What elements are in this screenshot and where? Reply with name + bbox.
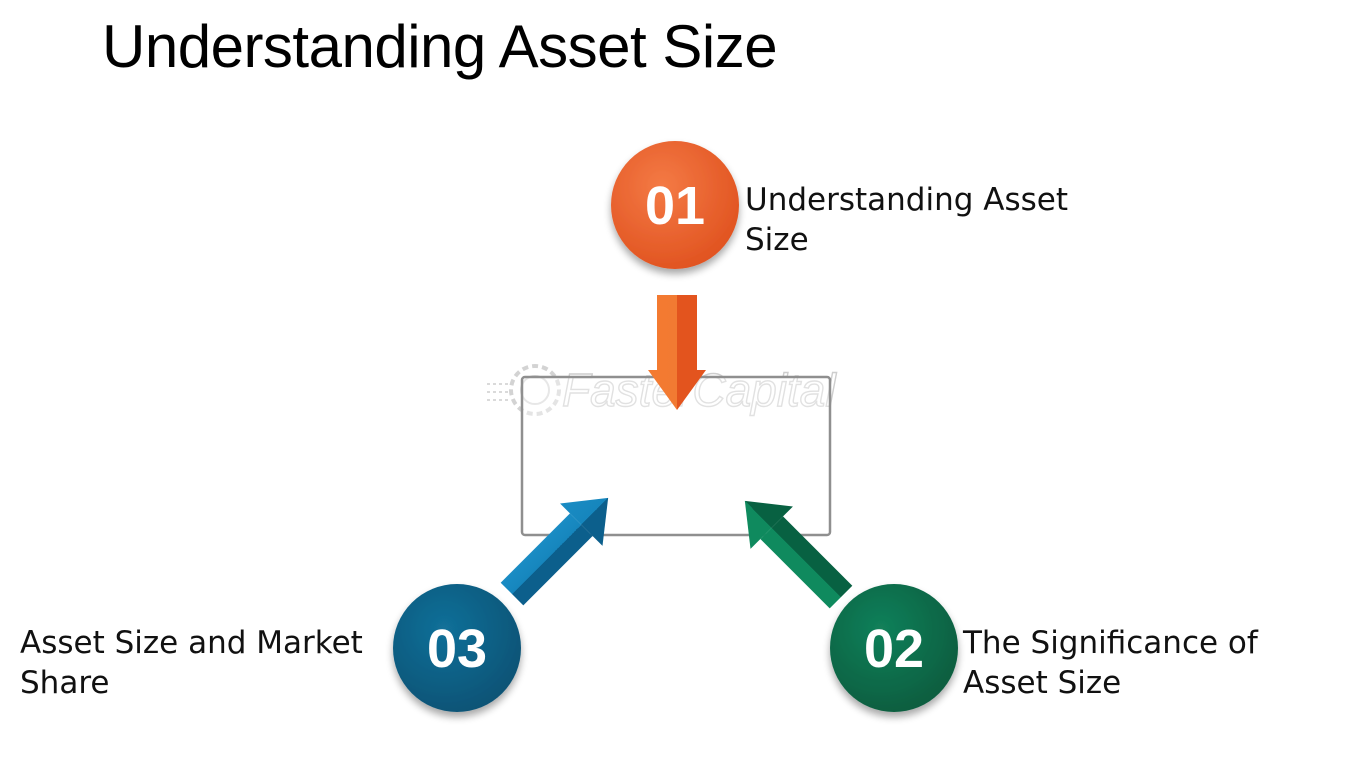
arrow-up-left-green xyxy=(744,500,853,609)
step-02-label: The Significance of Asset Size xyxy=(963,625,1258,701)
arrow-down-orange xyxy=(648,295,706,410)
step-03-circle: 03 xyxy=(393,584,521,712)
arrow-up-right-blue xyxy=(500,497,609,606)
step-02-circle: 02 xyxy=(830,584,958,712)
step-01-label: Understanding Asset Size xyxy=(745,182,1068,258)
watermark: FasterCapital xyxy=(487,363,838,417)
step-01-number: 01 xyxy=(645,176,705,236)
step-01-circle: 01 xyxy=(611,141,739,269)
step-02-number: 02 xyxy=(864,619,924,679)
page-title: Understanding Asset Size xyxy=(102,13,778,80)
step-03-label: Asset Size and Market Share xyxy=(20,625,363,701)
step-03-number: 03 xyxy=(427,619,487,679)
